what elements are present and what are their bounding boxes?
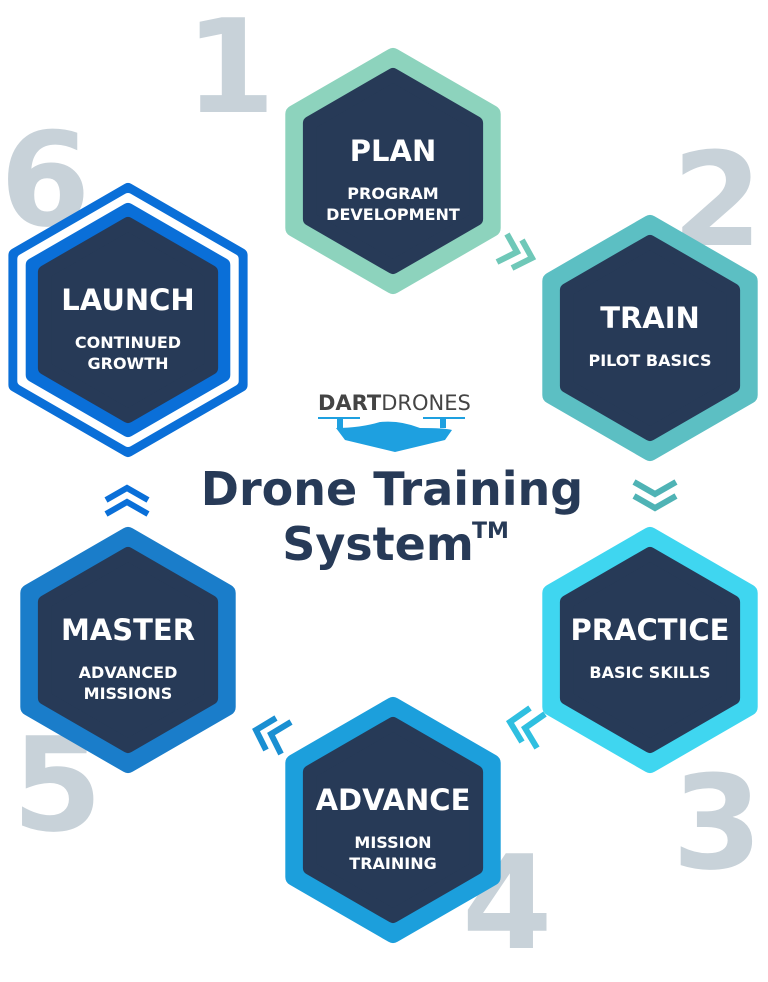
- step-title-master: MASTER: [61, 613, 195, 647]
- step-subtitle2-master: MISSIONS: [84, 684, 173, 703]
- chevron-practice-to-advance-icon: [505, 705, 547, 750]
- chevron-advance-to-master-icon: [252, 715, 293, 756]
- chevron-train-to-practice-icon: [632, 479, 678, 512]
- step-subtitle-advance: MISSION: [354, 833, 431, 852]
- diagram-title-line1: Drone Training: [201, 462, 583, 516]
- drone-icon: [336, 421, 452, 452]
- step-title-advance: ADVANCE: [316, 783, 471, 817]
- step-hexagon-train: TRAIN PILOT BASICS: [542, 215, 758, 461]
- step-title-practice: PRACTICE: [571, 613, 730, 647]
- step-subtitle-plan: PROGRAM: [347, 184, 438, 203]
- step-subtitle2-advance: TRAINING: [349, 854, 436, 873]
- step-subtitle-practice: BASIC SKILLS: [589, 663, 710, 682]
- chevron-plan-to-train-icon: [495, 232, 537, 271]
- dartdrones-logo: DARTDRONES: [318, 391, 471, 452]
- step-hexagon-master: MASTER ADVANCED MISSIONS: [20, 527, 236, 773]
- step-title-launch: LAUNCH: [61, 283, 194, 317]
- step-hexagon-advance: ADVANCE MISSION TRAINING: [285, 697, 501, 943]
- trademark-mark: TM: [472, 519, 509, 544]
- diagram-title-line2: System: [282, 517, 474, 571]
- step-subtitle-train: PILOT BASICS: [588, 351, 711, 370]
- step-subtitle-master: ADVANCED: [79, 663, 178, 682]
- step-subtitle2-plan: DEVELOPMENT: [326, 205, 460, 224]
- step-number-3: 3: [672, 747, 762, 899]
- step-title-plan: PLAN: [350, 134, 436, 168]
- step-hexagon-practice: PRACTICE BASIC SKILLS: [542, 527, 758, 773]
- step-title-train: TRAIN: [600, 301, 700, 335]
- chevron-master-to-launch-icon: [104, 484, 150, 517]
- step-hexagon-launch: LAUNCH CONTINUED GROWTH: [8, 183, 248, 457]
- step-number-1: 1: [185, 0, 275, 143]
- step-hexagon-plan: PLAN PROGRAM DEVELOPMENT: [285, 48, 501, 294]
- step-subtitle2-launch: GROWTH: [87, 354, 168, 373]
- step-subtitle-launch: CONTINUED: [75, 333, 181, 352]
- svg-text:DARTDRONES: DARTDRONES: [318, 391, 471, 415]
